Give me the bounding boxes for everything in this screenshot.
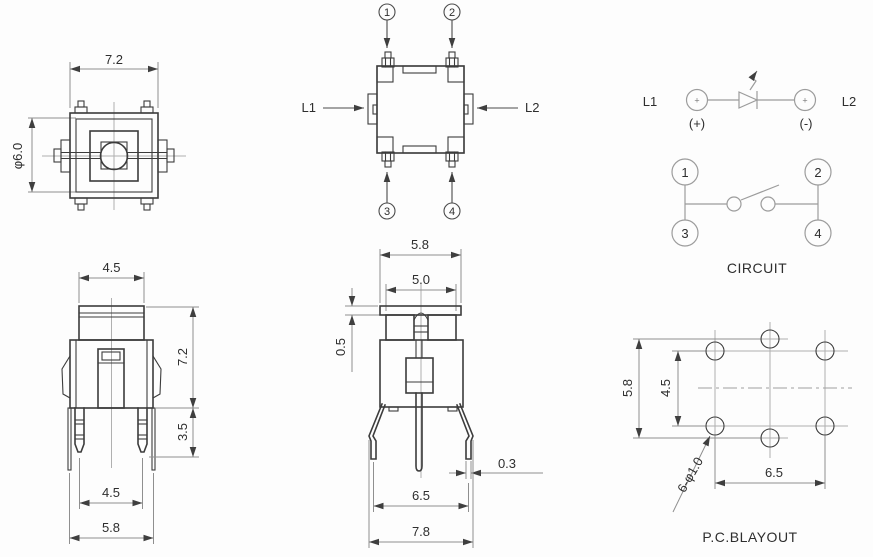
- dim-label-pcb-inner-v: 4.5: [658, 379, 673, 397]
- dim-label-pcb-horizontal: 6.5: [765, 465, 783, 480]
- polarity-negative-label: (-): [800, 116, 813, 131]
- pcb-layout-title: P.C.BLAYOUT: [702, 529, 797, 545]
- side-view-drawing: 5.8 5.0 0.5 0.3: [333, 237, 543, 548]
- dim-label-front-cap: 4.5: [102, 260, 120, 275]
- polarity-positive-label: (+): [689, 116, 705, 131]
- circuit-pin-3: 3: [681, 226, 688, 241]
- dim-label-front-pin-length: 3.5: [175, 423, 190, 441]
- pin-badge-3: 3: [384, 206, 390, 218]
- front-view-drawing: 4.5 7.2 3.5 4.5: [61, 260, 199, 544]
- circuit-l1-label: L1: [643, 94, 657, 109]
- dim-label-side-inner: 5.0: [412, 272, 430, 287]
- circuit-l2-label: L2: [842, 94, 856, 109]
- pin-badge-4: 4: [449, 206, 455, 218]
- circuit-pin-1: 1: [681, 165, 688, 180]
- dim-label-top-width: 7.2: [105, 52, 123, 67]
- pin-badge-1: 1: [384, 7, 390, 19]
- circuit-title: CIRCUIT: [727, 260, 787, 276]
- dim-label-side-leg-spacing: 6.5: [412, 488, 430, 503]
- dim-label-side-lip: 0.5: [333, 338, 348, 356]
- terminal-plus-mark-right: +: [802, 96, 807, 106]
- circuit-pin-2: 2: [814, 165, 821, 180]
- dim-label-side-lead-thickness: 0.3: [498, 456, 516, 471]
- dim-label-pcb-outer-v: 5.8: [620, 379, 635, 397]
- circuit-diagram: L1 + (+) + (-) L2 1 2 3 4 CIRCUIT: [643, 70, 856, 276]
- dim-label-side-overall: 7.8: [412, 524, 430, 539]
- dim-label-front-height: 7.2: [175, 348, 190, 366]
- circuit-pin-4: 4: [814, 226, 821, 241]
- terminal-plus-mark-left: +: [694, 96, 699, 106]
- dim-label-side-cap: 5.8: [411, 237, 429, 252]
- dim-label-front-pin-spacing: 4.5: [102, 485, 120, 500]
- bottom-view-drawing: 1 2 3 4 L1 L2: [302, 3, 539, 220]
- dim-label-front-lead-spacing: 5.8: [102, 520, 120, 535]
- pin-badge-2: 2: [449, 7, 455, 19]
- lead-label-l2: L2: [525, 100, 539, 115]
- lead-label-l1: L1: [302, 100, 316, 115]
- top-view-drawing: 7.2 φ6.0: [10, 52, 186, 211]
- pcb-layout-drawing: 5.8 4.5 6.5 6-φ1.0 P.C.BLAYOUT: [620, 322, 852, 545]
- dim-label-top-diameter: φ6.0: [10, 143, 25, 170]
- dim-label-pcb-holes: 6-φ1.0: [674, 455, 706, 495]
